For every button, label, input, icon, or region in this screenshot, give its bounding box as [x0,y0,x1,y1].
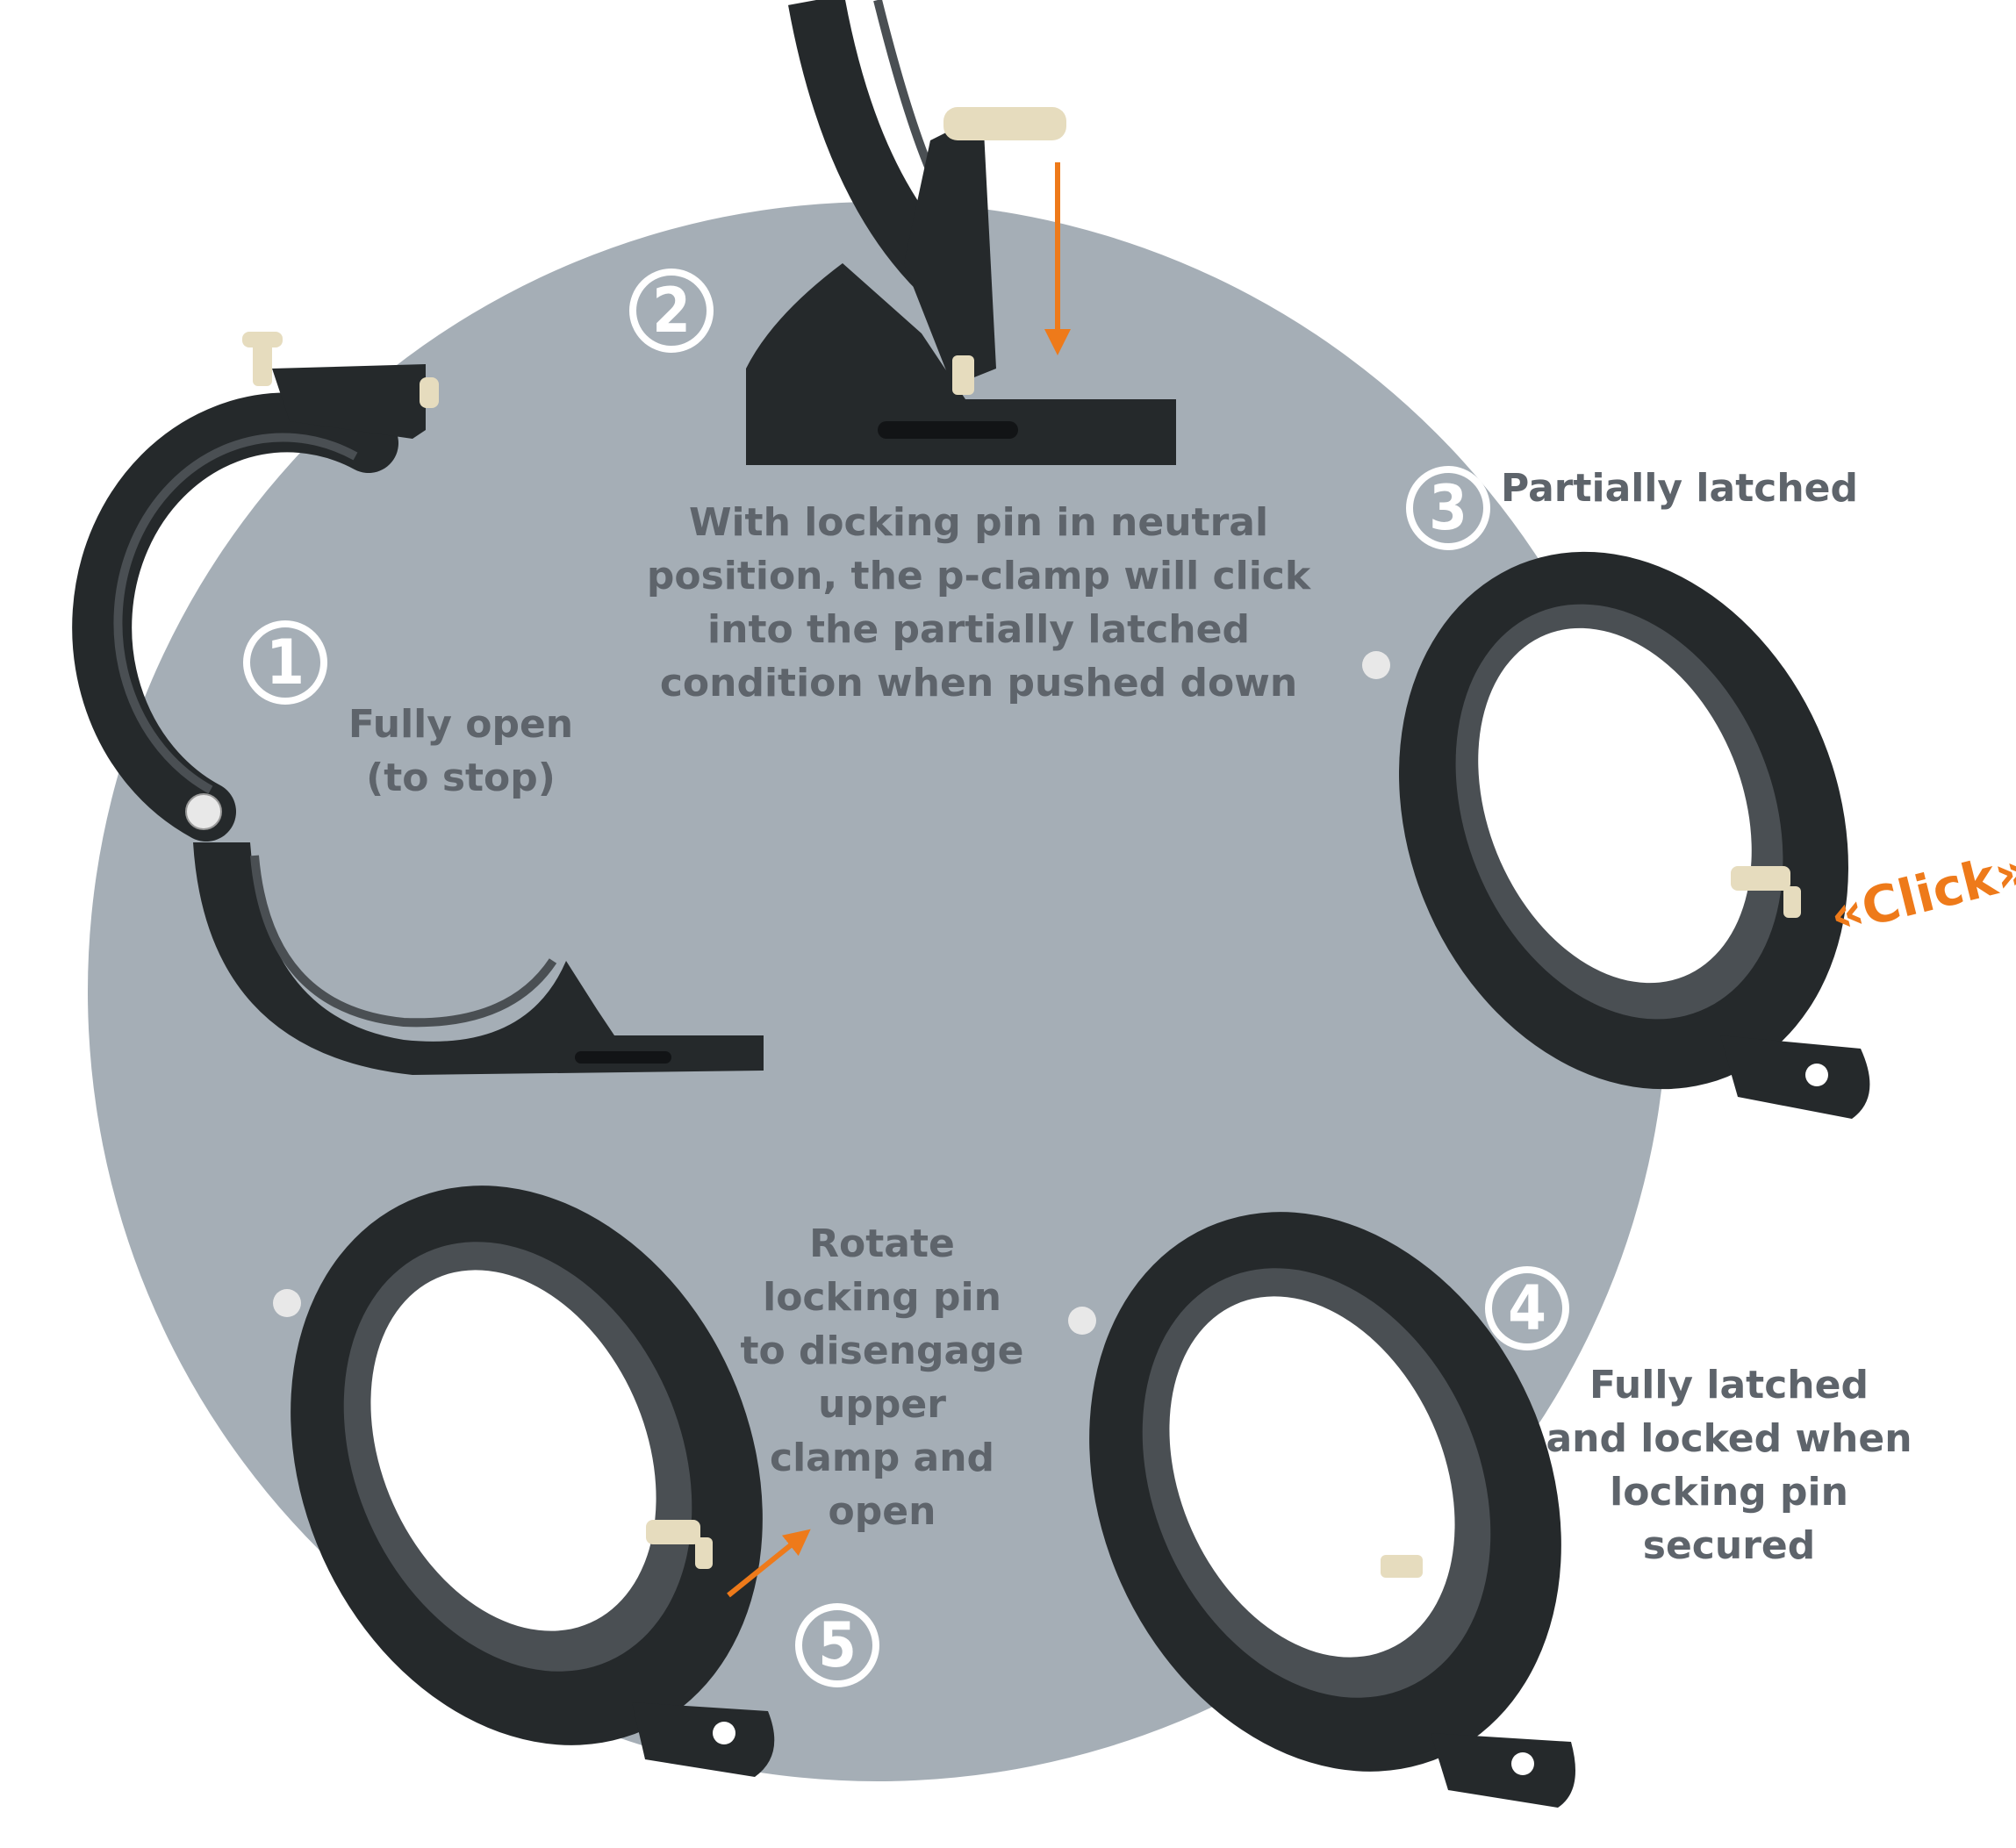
step-label: Fully open (to stop) [298,698,623,805]
label-line: Fully open [348,702,574,747]
clamp-rotate-open-illustration [273,1185,811,1777]
step-label: Fully latched and locked when locking pi… [1518,1358,1940,1572]
label-line: secured [1642,1523,1816,1568]
step-number-badge: 4 [1485,1266,1569,1350]
label-line: open [828,1489,936,1534]
label-line: Rotate [809,1221,955,1266]
clamp-fully-open-illustration [72,332,764,1075]
label-line: into the partially latched [707,607,1250,652]
label-line: Partially latched [1501,466,1858,511]
label-line: and locked when [1546,1416,1912,1461]
clamp-partially-latched-illustration [1362,551,1870,1119]
label-line: locking pin [1610,1470,1848,1515]
label-line: upper [818,1382,946,1427]
step-label: Partially latched [1501,462,1922,515]
label-line: Fully latched [1589,1363,1869,1407]
step-number-badge: 2 [629,269,714,353]
label-line: to disengage [740,1329,1024,1373]
step-number-badge: 5 [795,1603,879,1687]
step-number-badge: 1 [243,620,327,705]
step-label: With locking pin in neutral position, th… [614,496,1343,710]
label-line: With locking pin in neutral [688,500,1269,545]
clamp-fully-latched-illustration [1068,1212,1575,1808]
label-line: (to stop) [366,756,556,800]
clamp-push-down-illustration [746,0,1176,465]
step-label: Rotate locking pin to disengage upper cl… [711,1217,1053,1538]
label-line: clamp and [769,1436,995,1480]
label-line: position, the p-clamp will click [646,554,1311,598]
step-number-badge: 3 [1406,466,1490,550]
label-line: condition when pushed down [659,661,1298,706]
label-line: locking pin [763,1275,1001,1320]
